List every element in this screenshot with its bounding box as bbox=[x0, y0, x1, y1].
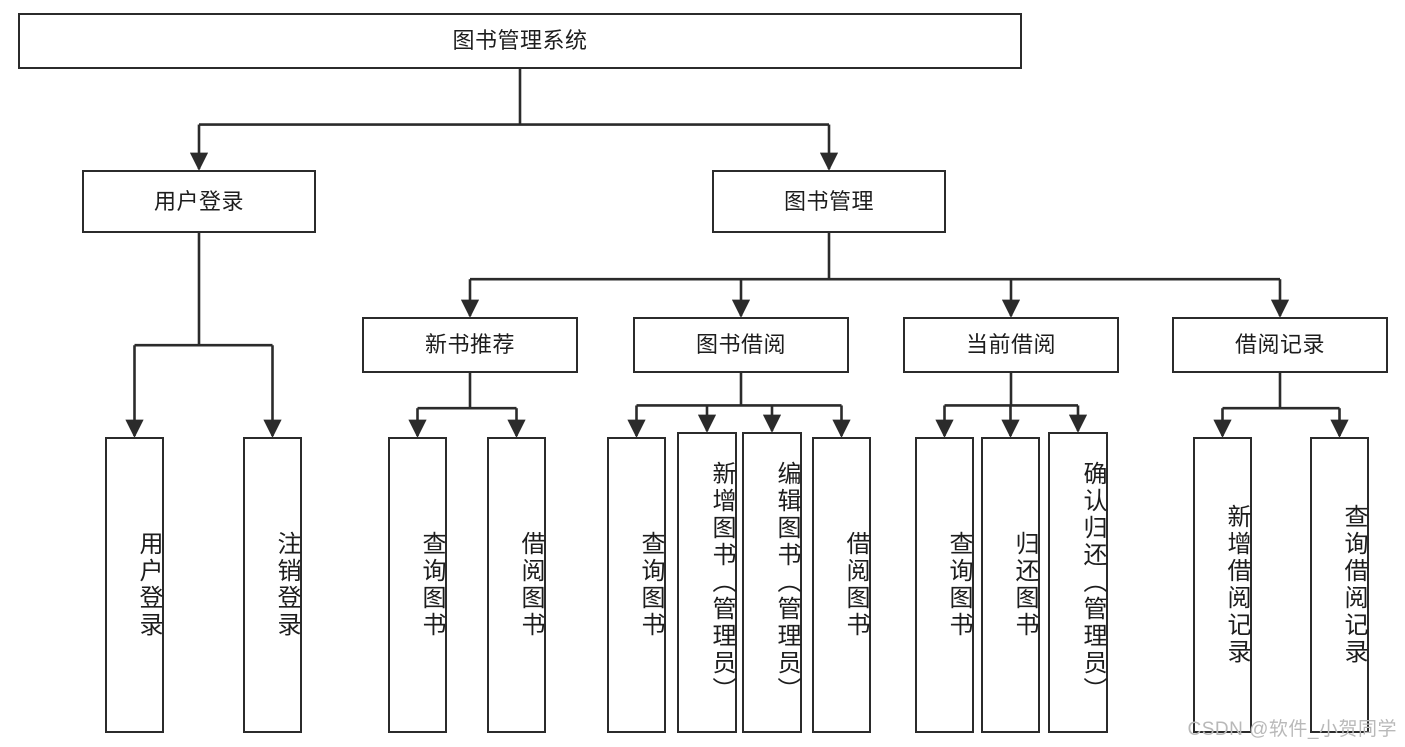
node-label: 查询图书 bbox=[945, 531, 972, 639]
node-label: 借阅图书 bbox=[842, 531, 869, 639]
node-label: 查询借阅记录 bbox=[1340, 504, 1367, 666]
node-l-editbook[interactable]: 编辑图书（管理员） bbox=[742, 432, 802, 733]
node-label: 当前借阅 bbox=[965, 332, 1056, 358]
node-l-query2[interactable]: 查询图书 bbox=[607, 437, 666, 733]
node-bookmgmt[interactable]: 图书管理 bbox=[712, 170, 946, 233]
node-label: 图书管理 bbox=[783, 188, 874, 214]
node-label: 图书管理系统 bbox=[452, 28, 588, 54]
node-label: 借阅记录 bbox=[1234, 332, 1325, 358]
node-l-query1[interactable]: 查询图书 bbox=[388, 437, 447, 733]
node-label: 图书借阅 bbox=[695, 332, 786, 358]
node-l-borrow2[interactable]: 借阅图书 bbox=[812, 437, 871, 733]
node-l-queryrec[interactable]: 查询借阅记录 bbox=[1310, 437, 1369, 733]
node-borrow[interactable]: 图书借阅 bbox=[633, 317, 849, 373]
node-newbook[interactable]: 新书推荐 bbox=[362, 317, 578, 373]
node-root[interactable]: 图书管理系统 bbox=[18, 13, 1022, 69]
node-label: 新增借阅记录 bbox=[1223, 504, 1250, 666]
node-label: 借阅图书 bbox=[517, 531, 544, 639]
node-l-login[interactable]: 用户登录 bbox=[105, 437, 164, 733]
watermark: CSDN @软件_小贺同学 bbox=[1187, 719, 1397, 740]
node-login[interactable]: 用户登录 bbox=[82, 170, 316, 233]
node-l-addbook[interactable]: 新增图书（管理员） bbox=[677, 432, 737, 733]
node-l-borrow1[interactable]: 借阅图书 bbox=[487, 437, 546, 733]
node-label: 编辑图书（管理员） bbox=[773, 461, 800, 704]
node-l-logout[interactable]: 注销登录 bbox=[243, 437, 302, 733]
node-label: 注销登录 bbox=[273, 531, 300, 639]
node-l-return[interactable]: 归还图书 bbox=[981, 437, 1040, 733]
node-label: 确认归还（管理员） bbox=[1079, 461, 1106, 704]
node-label: 新书推荐 bbox=[424, 332, 515, 358]
node-current[interactable]: 当前借阅 bbox=[903, 317, 1119, 373]
node-label: 用户登录 bbox=[135, 531, 162, 639]
node-label: 查询图书 bbox=[637, 531, 664, 639]
node-label: 归还图书 bbox=[1011, 531, 1038, 639]
node-label: 查询图书 bbox=[418, 531, 445, 639]
node-label: 用户登录 bbox=[153, 188, 244, 214]
node-records[interactable]: 借阅记录 bbox=[1172, 317, 1388, 373]
node-l-confirm[interactable]: 确认归还（管理员） bbox=[1048, 432, 1108, 733]
node-l-query3[interactable]: 查询图书 bbox=[915, 437, 974, 733]
node-label: 新增图书（管理员） bbox=[708, 461, 735, 704]
node-l-addrec[interactable]: 新增借阅记录 bbox=[1193, 437, 1252, 733]
